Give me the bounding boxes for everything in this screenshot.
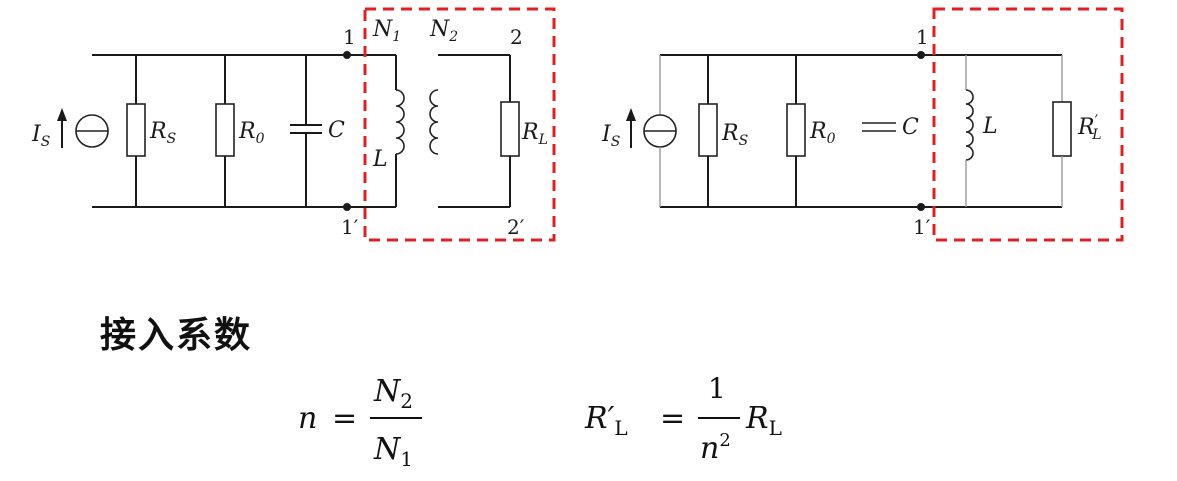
left-resistor-rs: [126, 55, 146, 207]
left-r0-label: R0: [238, 119, 265, 147]
section-title: 接入系数: [100, 315, 253, 356]
left-l-label: L: [372, 147, 388, 172]
right-inductor: [965, 55, 974, 207]
left-primary-coil: [395, 55, 405, 207]
left-circuit: IS RS R0 C 1 1′: [31, 7, 556, 242]
right-current-source: [626, 55, 677, 207]
left-terminal-2p: 2′: [507, 215, 525, 239]
formula1-eq: =: [332, 401, 357, 436]
right-source-label: IS: [601, 122, 620, 150]
formula1-lhs: n: [298, 401, 317, 436]
right-terminal-1p: 1′: [913, 215, 931, 239]
left-n2-label: N2: [429, 17, 458, 45]
right-l-label: L: [982, 114, 998, 139]
formula2-lhs: R′L: [584, 401, 628, 440]
right-circuit: IS RS R0 C 1 1′ L: [601, 7, 1124, 242]
left-rs-label: RS: [149, 119, 176, 147]
right-terminal-1-dot: [917, 51, 925, 59]
left-terminal-1p-dot: [343, 203, 351, 211]
right-terminal-1p-dot: [917, 203, 925, 211]
left-c-label: C: [328, 118, 345, 143]
right-capacitor: [862, 122, 896, 132]
left-terminal-1-dot: [343, 51, 351, 59]
left-source-arrow-icon: [57, 108, 67, 121]
formula-rl: R′L = 1 n2 RL: [584, 372, 782, 466]
formula2-numerator: 1: [708, 372, 726, 405]
left-resistor-rl: [500, 55, 520, 207]
right-highlight-box: [932, 7, 1124, 242]
right-resistor-rl: [1052, 55, 1072, 207]
left-terminal-2: 2: [510, 25, 523, 49]
left-secondary-coil: [429, 54, 510, 208]
formula-n: n = N2 N1: [298, 374, 422, 471]
right-rl-label: R′L: [1077, 111, 1102, 143]
formula2-rhs: RL: [745, 401, 782, 440]
left-terminal-1p: 1′: [341, 215, 359, 239]
right-resistor-rs: [698, 55, 718, 207]
right-rs-label: RS: [721, 121, 748, 149]
formula2-denominator: n2: [700, 430, 731, 466]
right-source-arrow-icon: [626, 108, 636, 121]
right-resistor-r0: [786, 55, 806, 207]
right-terminal-1: 1: [916, 25, 929, 49]
right-c-label: C: [902, 115, 919, 140]
left-terminal-1: 1: [343, 25, 356, 49]
left-current-source: [57, 108, 109, 148]
left-highlight-box: [363, 7, 556, 242]
left-resistor-r0: [215, 55, 235, 207]
right-r0-label: R0: [809, 119, 836, 147]
left-n1-label: N1: [372, 17, 401, 45]
formula1-numerator: N2: [373, 374, 413, 413]
formula1-denominator: N1: [373, 432, 413, 471]
left-capacitor: [290, 55, 322, 207]
left-rl-label: RL: [521, 120, 548, 148]
left-source-label: IS: [31, 122, 50, 150]
formula2-eq: =: [660, 401, 685, 436]
